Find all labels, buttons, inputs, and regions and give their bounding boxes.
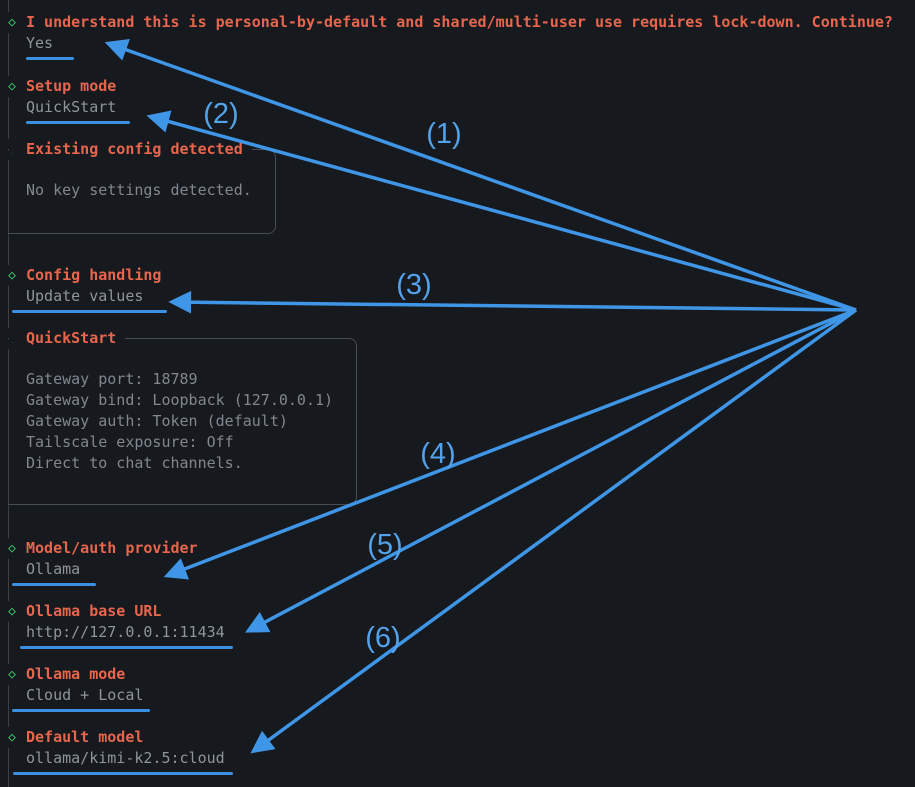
diamond-icon: ◇ [2, 538, 22, 559]
prompt-answer: Update values [26, 287, 144, 305]
prompt-answer: Cloud + Local [26, 686, 144, 704]
prompt-label: I understand this is personal-by-default… [26, 12, 902, 33]
annotation-number-1: (1) [426, 118, 461, 150]
prompt-label: Ollama mode [26, 664, 135, 685]
box-border-mask [9, 335, 27, 342]
answer-underline [26, 121, 130, 124]
annotation-number-5: (5) [367, 529, 402, 561]
prompt-default-model: ◇ Default model ollama/kimi-k2.5:cloud [2, 727, 233, 775]
prompt-label: Setup mode [26, 76, 126, 97]
diamond-icon: ◇ [2, 727, 22, 748]
prompt-label: Config handling [26, 265, 171, 286]
prompt-label: Model/auth provider [26, 538, 207, 559]
prompt-answer: QuickStart [26, 98, 117, 116]
existing-config-box [8, 149, 276, 234]
answer-underline [12, 310, 167, 313]
prompt-label: QuickStart [26, 328, 126, 349]
answer-underline [26, 57, 74, 60]
box-border-mask [9, 146, 27, 153]
prompt-answer: http://127.0.0.1:11434 [26, 623, 225, 641]
diamond-icon: ◇ [2, 265, 22, 286]
answer-underline [12, 583, 96, 586]
annotation-number-3: (3) [396, 269, 431, 301]
prompt-label: Default model [26, 727, 153, 748]
diamond-icon: ◇ [2, 664, 22, 685]
prompt-label: Existing config detected [26, 139, 252, 160]
annotation-number-2: (2) [203, 98, 238, 130]
prompt-rail-line [8, 0, 9, 787]
annotation-number-6: (6) [365, 622, 400, 654]
prompt-config-handling: ◇ Config handling Update values [2, 265, 171, 313]
prompt-answer: ollama/kimi-k2.5:cloud [26, 749, 225, 767]
summary-line: Gateway port: 18789 [26, 370, 198, 388]
prompt-model-provider: ◇ Model/auth provider Ollama [2, 538, 207, 586]
diamond-icon: ◇ [2, 601, 22, 622]
diamond-icon: ◇ [2, 12, 22, 33]
prompt-setup-mode: ◇ Setup mode QuickStart [2, 76, 130, 124]
prompt-answer: Yes [26, 34, 54, 52]
answer-underline [20, 646, 233, 649]
annotation-arrow-3 [168, 290, 857, 314]
prompt-answer: Ollama [26, 560, 81, 578]
diamond-icon: ◇ [2, 76, 22, 97]
prompt-label: Ollama base URL [26, 601, 171, 622]
prompt-ollama-base-url: ◇ Ollama base URL http://127.0.0.1:11434 [2, 601, 233, 649]
answer-underline [12, 709, 150, 712]
quickstart-box [8, 338, 357, 505]
prompt-continue-confirm: ◇ I understand this is personal-by-defau… [2, 12, 902, 60]
prompt-ollama-mode: ◇ Ollama mode Cloud + Local [2, 664, 150, 712]
answer-underline [13, 772, 233, 775]
annotation-number-4: (4) [420, 438, 455, 470]
